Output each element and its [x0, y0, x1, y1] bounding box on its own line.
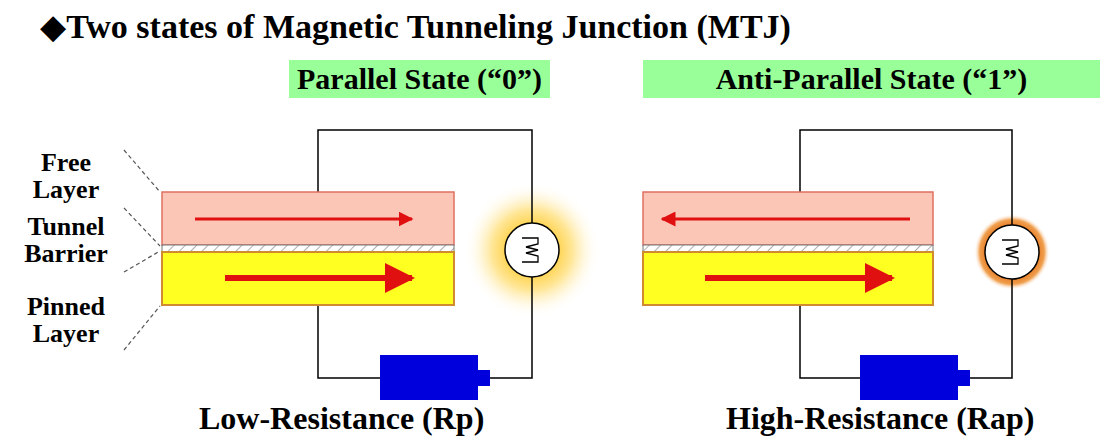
- resistance-label: High-Resistance (Rap): [726, 400, 1034, 437]
- state-label: Anti-Parallel State (“1”): [716, 62, 1028, 96]
- resistance-label: Low-Resistance (Rp): [199, 400, 484, 437]
- leader-lines: [124, 150, 160, 350]
- layer-label: Tunnel Barrier: [10, 213, 122, 268]
- state-label-box: Anti-Parallel State (“1”): [643, 60, 1100, 98]
- anti-parallel-mtj: [643, 130, 1050, 400]
- diagram-title: ◆Two states of Magnetic Tunneling Juncti…: [40, 6, 791, 46]
- layer-label: Free Layer: [10, 149, 122, 204]
- state-label: Parallel State (“0”): [297, 62, 542, 96]
- parallel-mtj: [162, 130, 600, 400]
- layer-label: Pinned Layer: [10, 293, 122, 348]
- state-label-box: Parallel State (“0”): [289, 60, 550, 98]
